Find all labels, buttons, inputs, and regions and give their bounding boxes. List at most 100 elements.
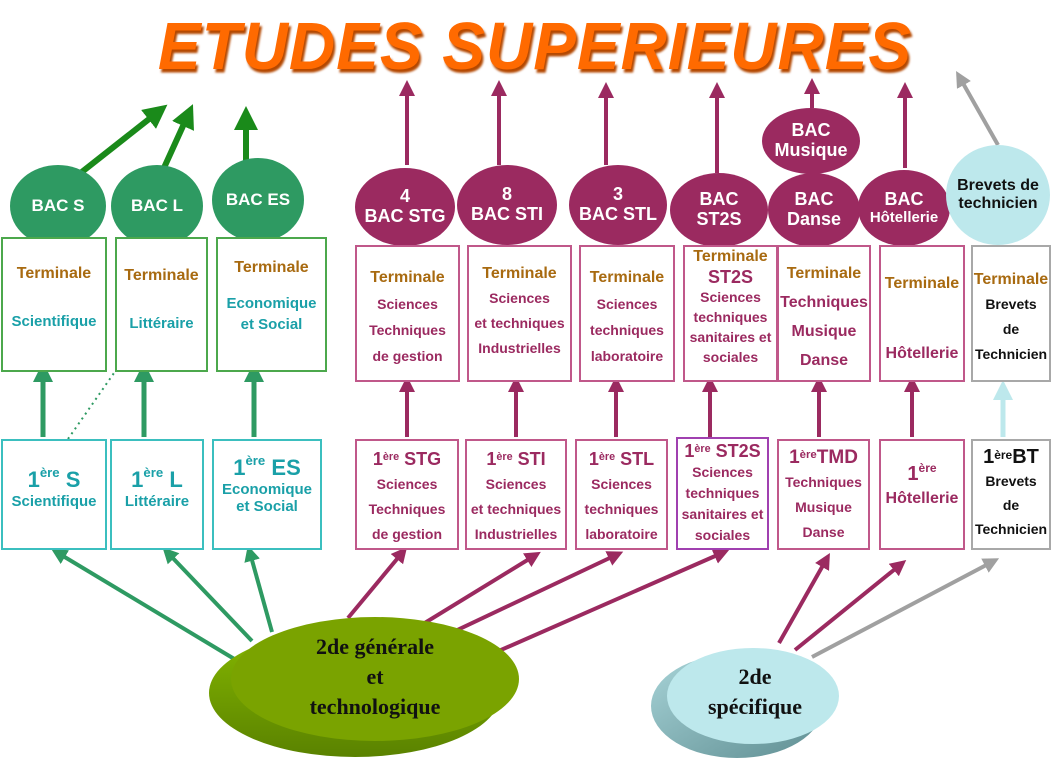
track-name: Economique (226, 295, 317, 312)
premiere-s-box: 1ère S Scientifique (1, 439, 107, 550)
premiere-sup: ère (39, 465, 60, 480)
premiere-sup: ère (918, 461, 937, 475)
premiere-title: 1ère STI (486, 447, 545, 472)
track-name: Techniques (368, 501, 446, 517)
premiere-number: 1 (233, 455, 246, 480)
track-name: Sciences (591, 476, 652, 492)
bac-label: BAC ES (225, 189, 291, 209)
premiere-hotellerie-box: 1ère Hôtellerie (879, 439, 965, 550)
seconde-line: et (366, 664, 384, 689)
track-name: Brevets (985, 473, 1037, 489)
terminale-es-box: Terminale Economique et Social (216, 237, 327, 372)
premiere-title: 1èreTMD (789, 445, 858, 470)
premiere-code: STI (517, 449, 546, 469)
bac-label: ST2S (696, 209, 742, 229)
premiere-number: 1 (907, 463, 919, 485)
premiere-sup: ère (799, 449, 817, 461)
premiere-sup: ère (382, 451, 400, 463)
seconde-line: technologique (309, 694, 441, 719)
terminale-label: Terminale (482, 265, 557, 282)
premiere-title: 1ère ST2S (684, 441, 760, 462)
premiere-title: 1ère STL (589, 447, 654, 472)
track-name: Technicien (974, 521, 1048, 537)
track-name: Danse (802, 524, 845, 540)
track-name: et Social (240, 316, 303, 333)
track-name: et techniques (470, 501, 562, 517)
track-name: sanitaires et (689, 329, 772, 345)
terminale-sti-box: Terminale Sciences et techniques Industr… (467, 245, 572, 382)
track-name: Littéraire (124, 493, 190, 510)
premiere-code: BT (1012, 446, 1039, 468)
premiere-sup: ère (694, 443, 711, 455)
track-name: laboratoire (585, 526, 658, 542)
premiere-number: 1 (486, 449, 497, 469)
track-name: Scientifique (11, 313, 97, 330)
terminale-tmd-box: Terminale Techniques Musique Danse (777, 245, 871, 382)
bac-l-node: BAC L (111, 165, 203, 247)
track-name: Sciences (377, 296, 438, 312)
track-code: ST2S (707, 267, 754, 287)
premiere-sup: ère (245, 453, 266, 468)
terminale-label: Terminale (693, 248, 768, 265)
premiere-stl-box: 1ère STL Sciences techniques laboratoire (575, 439, 668, 550)
premiere-title: 1ère S (27, 465, 81, 493)
track-name: sanitaires et (681, 506, 764, 522)
track-name: Littéraire (129, 315, 194, 332)
premiere-title: 1ère ES (233, 453, 301, 481)
terminale-stl-box: Terminale Sciences techniques laboratoir… (579, 245, 675, 382)
terminale-bt-box: Terminale Brevets de Technicien (971, 245, 1051, 382)
bac-label: Brevets de (957, 177, 1039, 195)
seconde-line: 2de générale (316, 634, 434, 659)
bac-label: BAC (699, 189, 739, 210)
track-name: Musique (791, 323, 857, 340)
bac-count: 3 (612, 184, 623, 205)
bac-label: BAC S (31, 195, 85, 215)
track-name: Scientifique (11, 493, 97, 510)
premiere-number: 1 (27, 467, 40, 492)
premiere-sup: ère (994, 448, 1013, 462)
bac-label: BAC (791, 120, 831, 141)
track-name: Danse (799, 352, 849, 369)
bac-count: 4 (399, 186, 410, 207)
premiere-code: STG (404, 449, 442, 469)
track-name: Hôtellerie (885, 490, 959, 507)
premiere-code: L (169, 467, 183, 492)
track-name: et techniques (474, 315, 565, 331)
bac-label: BAC STG (364, 206, 446, 226)
premiere-code: STL (620, 449, 655, 469)
track-name: Techniques (369, 322, 446, 338)
premiere-number: 1 (588, 449, 599, 469)
terminale-label: Terminale (589, 269, 665, 286)
terminale-label: Terminale (884, 275, 960, 292)
premiere-st2s-box: 1ère ST2S Sciences techniques sanitaires… (676, 437, 769, 550)
premiere-title: 1ère STG (373, 447, 441, 472)
terminale-st2s-box: Terminale ST2S Sciences techniques sanit… (683, 245, 778, 382)
track-name: Sciences (485, 476, 547, 492)
bac-label: Musique (774, 140, 848, 160)
bac-label: Hôtellerie (869, 208, 939, 226)
track-name: Techniques (785, 474, 862, 490)
seconde-line: spécifique (707, 694, 803, 719)
track-name: Musique (795, 499, 852, 515)
premiere-code: S (65, 467, 81, 492)
premiere-code: ES (271, 455, 301, 480)
premiere-tmd-box: 1èreTMD Techniques Musique Danse (777, 439, 870, 550)
premiere-number: 1 (789, 447, 800, 468)
track-name: techniques (685, 485, 760, 501)
bac-label: BAC (884, 188, 924, 209)
track-name: Sciences (596, 296, 658, 312)
premiere-number: 1 (684, 441, 695, 461)
track-name: Sciences (489, 290, 550, 306)
terminale-stg-box: Terminale Sciences Techniques de gestion (355, 245, 460, 382)
premiere-number: 1 (372, 449, 383, 469)
terminale-label: Terminale (16, 265, 92, 282)
track-name: techniques (693, 309, 768, 325)
seconde-specifique-oval (651, 648, 839, 758)
bac-label: BAC STI (471, 204, 543, 224)
track-name: techniques (590, 322, 664, 338)
terminale-label: Terminale (124, 267, 199, 284)
seconde-specifique-label: 2de spécifique (690, 662, 820, 722)
premiere-number: 1 (983, 446, 995, 468)
